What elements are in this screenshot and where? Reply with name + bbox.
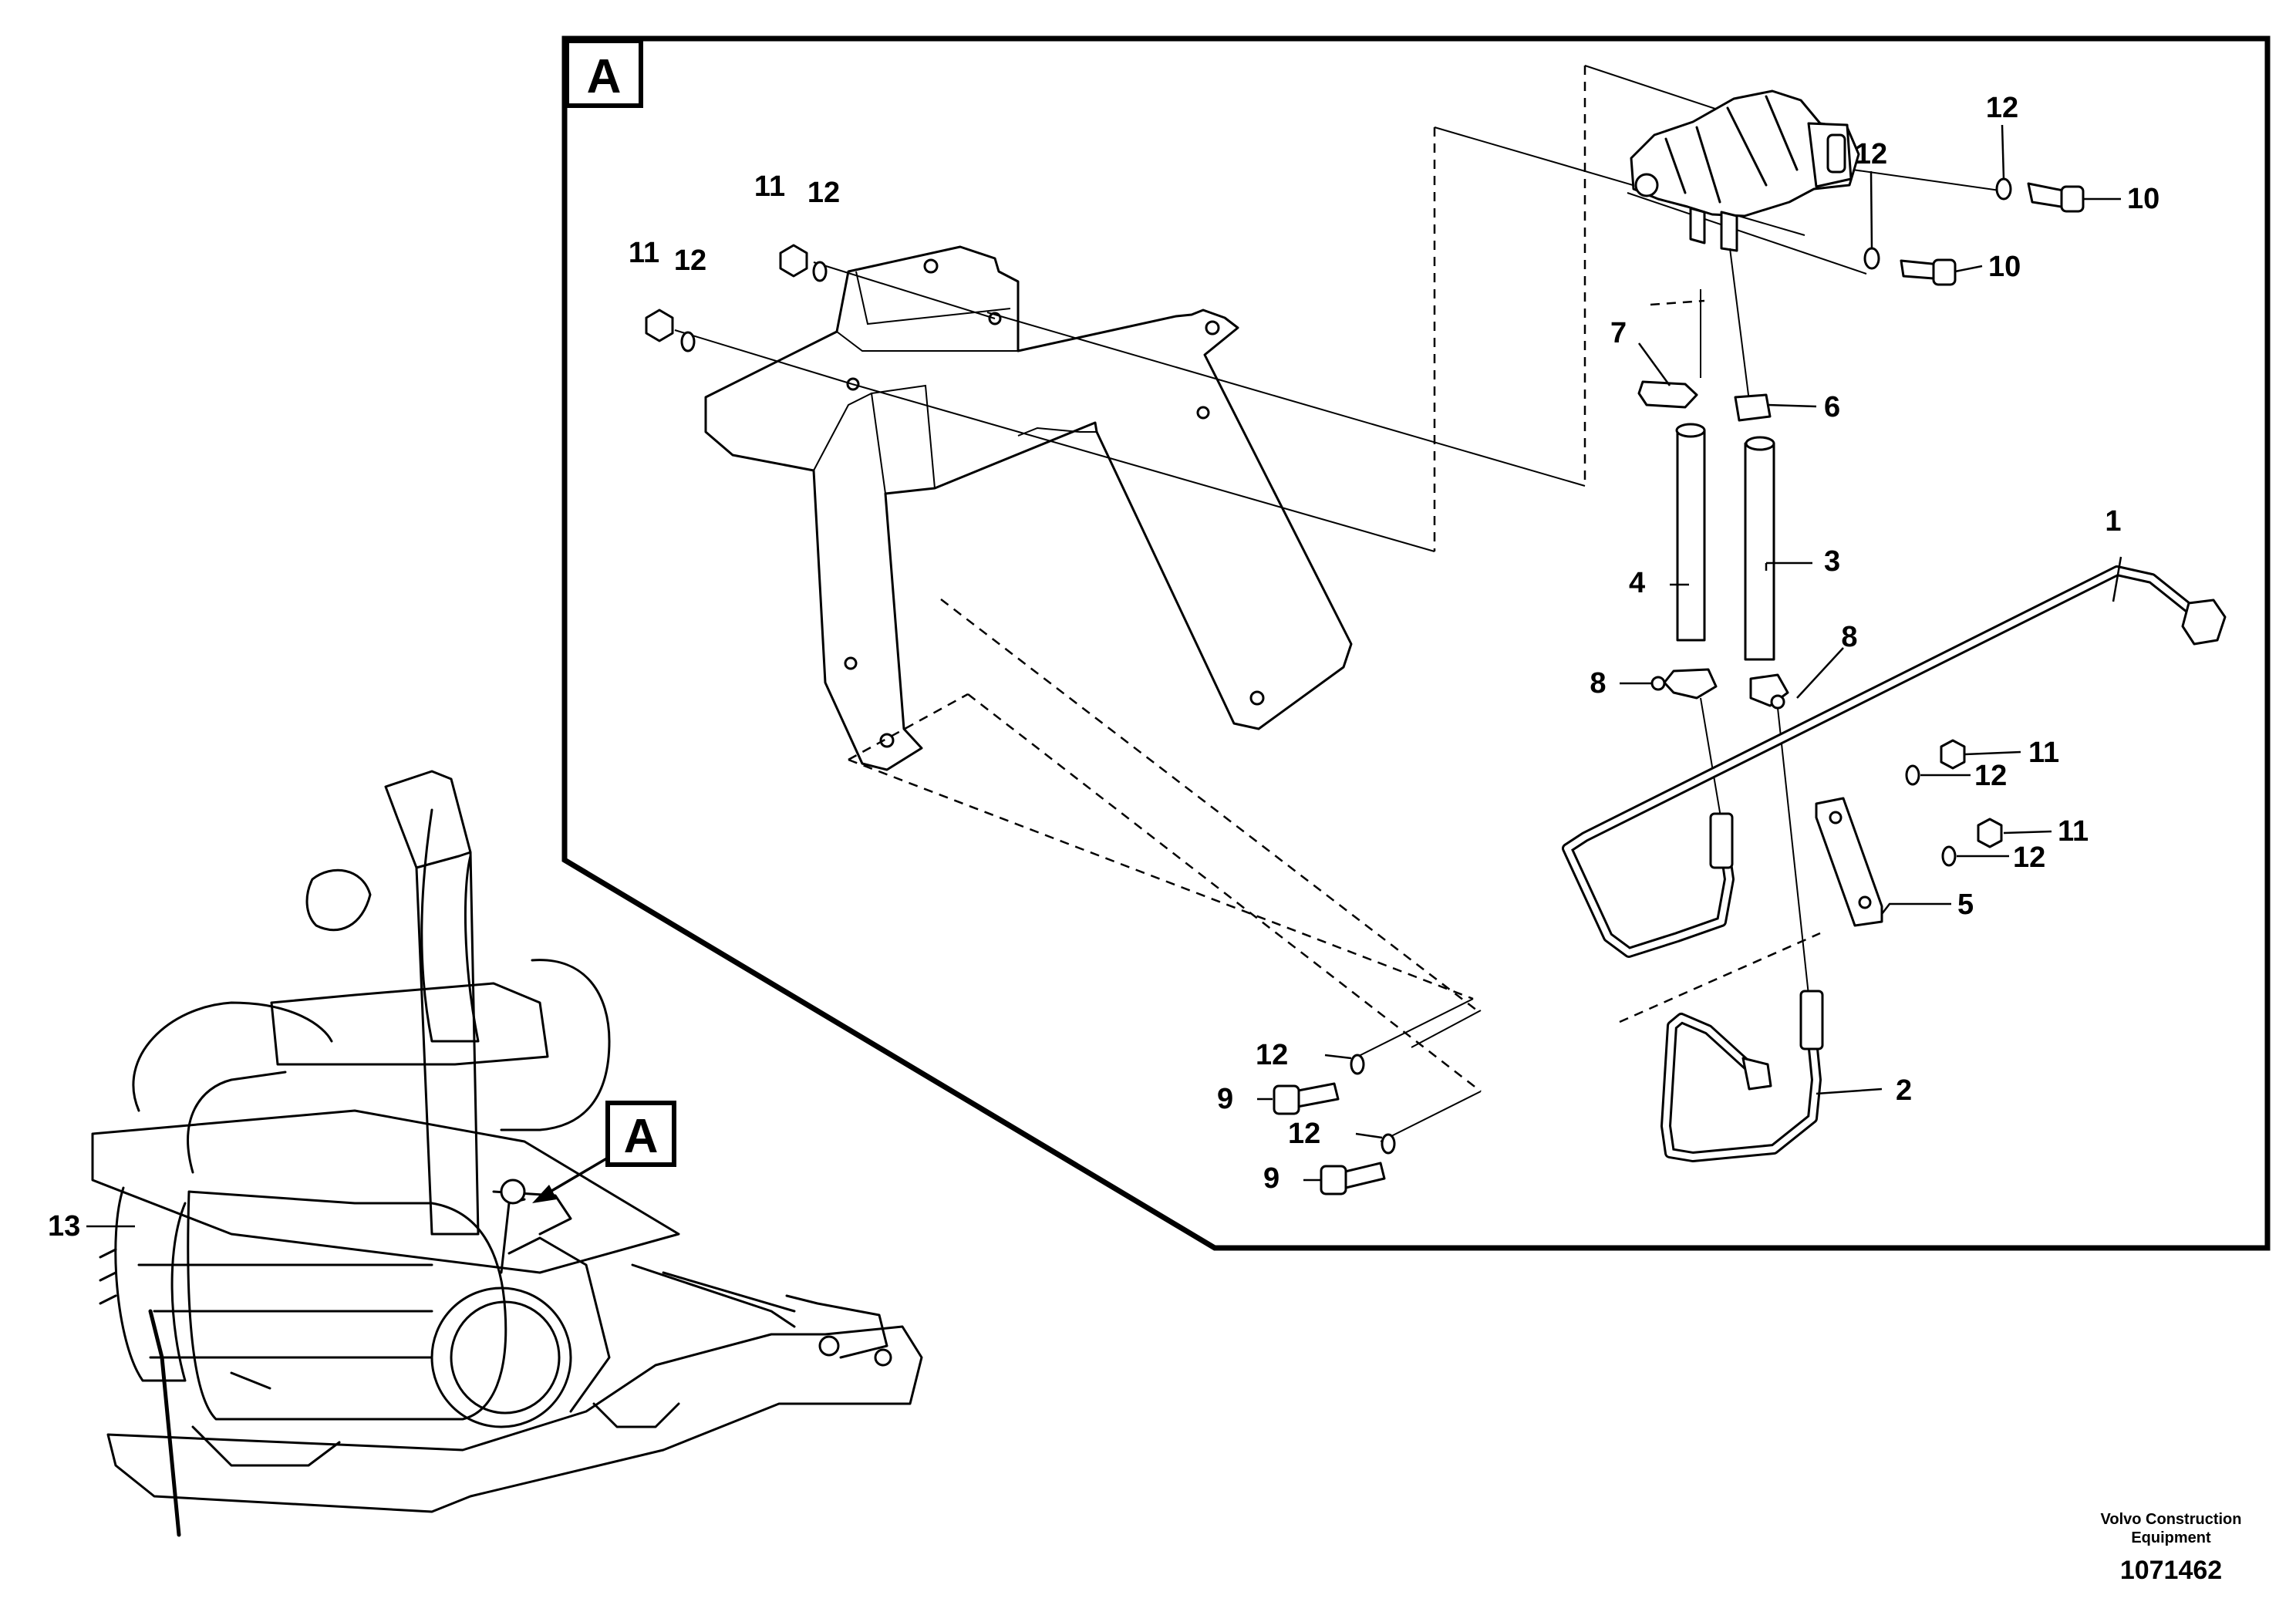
drawing-number: 1071462 bbox=[2120, 1556, 2222, 1585]
detail-frame: A bbox=[561, 35, 2271, 1251]
overview-marker-letter: A bbox=[624, 1110, 659, 1163]
callout-4: 4 bbox=[1629, 567, 1645, 599]
company-name-line1: Volvo Construction bbox=[2101, 1511, 2242, 1528]
mounting-bracket bbox=[704, 245, 1353, 771]
detail-marker-box bbox=[565, 39, 643, 108]
overview-view-marker: A bbox=[532, 1101, 676, 1203]
callout-12-bracket-upper: 12 bbox=[807, 177, 840, 209]
fasteners bbox=[645, 177, 2085, 1195]
callout-8-right: 8 bbox=[1841, 621, 1857, 653]
footer: Volvo Construction Equipment 1071462 bbox=[2101, 1511, 2242, 1585]
callout-leaders bbox=[86, 124, 2122, 1228]
callout-8-left: 8 bbox=[1590, 667, 1606, 700]
pressure-sensor bbox=[1630, 89, 1860, 252]
callout-11-bracket-lower: 11 bbox=[629, 237, 659, 269]
callout-12-bolt-upper: 12 bbox=[1256, 1039, 1288, 1071]
callout-12-plate-upper: 12 bbox=[1974, 760, 2007, 792]
detail-marker-letter: A bbox=[587, 50, 622, 103]
callout-10-upper: 10 bbox=[2127, 183, 2159, 215]
plate-5 bbox=[1815, 797, 1883, 927]
company-name-line2: Equipment bbox=[2131, 1529, 2211, 1546]
callout-12-sensor-lower: 12 bbox=[1855, 138, 1887, 170]
callout-1: 1 bbox=[2105, 505, 2121, 538]
callout-12-sensor-upper: 12 bbox=[1986, 92, 2018, 124]
callout-6: 6 bbox=[1824, 391, 1840, 423]
callout-2: 2 bbox=[1896, 1074, 1912, 1107]
callout-9-upper: 9 bbox=[1217, 1083, 1233, 1115]
callout-12-plate-lower: 12 bbox=[2013, 841, 2045, 874]
callout-9-lower: 9 bbox=[1263, 1162, 1279, 1195]
callout-3: 3 bbox=[1824, 545, 1840, 578]
callout-11-plate-lower: 11 bbox=[2058, 815, 2089, 848]
callout-5: 5 bbox=[1957, 889, 1974, 921]
hoses bbox=[1637, 248, 1809, 996]
callout-7: 7 bbox=[1610, 317, 1627, 349]
pipe-2 bbox=[1660, 990, 1824, 1162]
pipe-1 bbox=[1562, 565, 2227, 958]
callout-11-bracket-upper: 11 bbox=[754, 170, 785, 203]
callout-11-plate-upper: 11 bbox=[2028, 737, 2059, 769]
callout-12-bolt-lower: 12 bbox=[1288, 1118, 1320, 1150]
callout-13: 13 bbox=[48, 1210, 80, 1243]
callout-10-lower: 10 bbox=[1988, 251, 2021, 283]
engine-overview bbox=[91, 770, 923, 1537]
callout-12-bracket-lower: 12 bbox=[674, 244, 706, 277]
callout-labels: 1 2 3 4 5 6 7 8 8 9 9 10 10 11 11 11 11 … bbox=[48, 92, 2159, 1243]
